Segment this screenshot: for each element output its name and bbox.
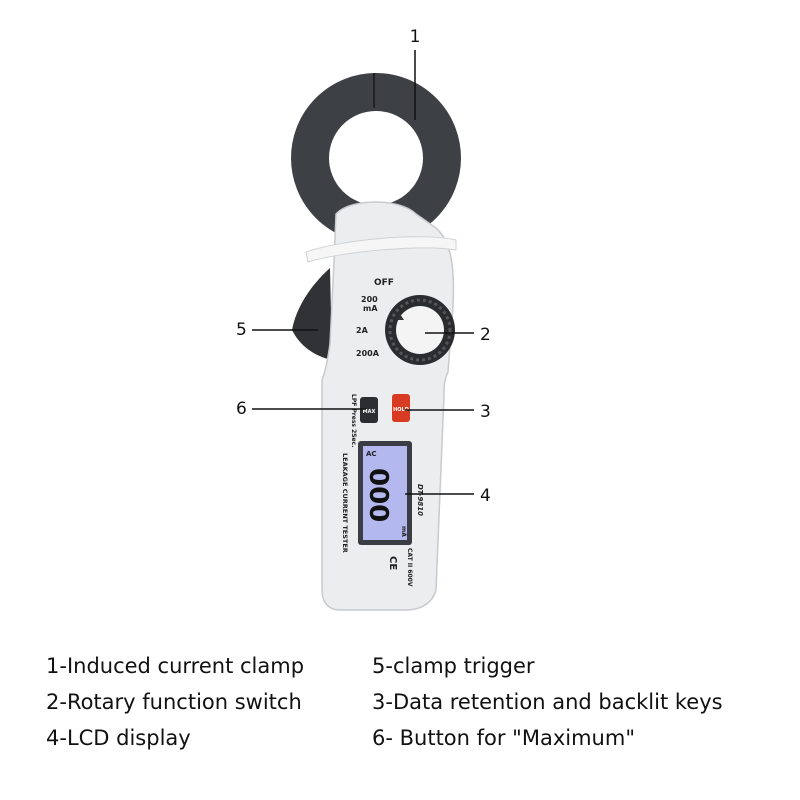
callout-6: 6 — [236, 399, 366, 419]
callout-number-4: 4 — [480, 486, 491, 506]
dial-label-200a: 200A — [356, 349, 380, 358]
clamp-trigger — [292, 268, 332, 360]
dial-label-ma: mA — [363, 304, 378, 313]
lpf-label: LPF Press 2Sec. — [350, 394, 357, 447]
ce-mark: CE — [387, 556, 398, 570]
callout-number-2: 2 — [480, 325, 491, 345]
hold-backlight-button[interactable]: HOLD — [392, 394, 410, 422]
lcd-ac-indicator: AC — [366, 450, 377, 458]
dial-labels: OFF 200 mA 2A 200A — [356, 278, 394, 358]
legend: 1-Induced current clamp 2-Rotary functio… — [0, 648, 800, 788]
callout-number-5: 5 — [236, 320, 247, 340]
hold-button-label: HOLD — [393, 407, 409, 413]
callout-number-3: 3 — [480, 402, 491, 422]
legend-item-3: 3-Data retention and backlit keys — [372, 690, 723, 714]
dial-label-200: 200 — [361, 295, 378, 304]
device-model: DT-9810 — [416, 484, 424, 516]
max-button-label: MAX — [363, 409, 376, 415]
callout-1: 1 — [410, 27, 421, 120]
callout-3: 3 — [405, 402, 491, 422]
rotary-function-switch[interactable] — [385, 295, 455, 365]
lcd-unit: mA — [400, 526, 407, 537]
wrist-strap — [305, 236, 457, 263]
dial-label-off: OFF — [374, 278, 394, 288]
legend-item-4: 4-LCD display — [46, 726, 191, 750]
lcd-digits: 000 — [363, 468, 393, 522]
dial-label-2a: 2A — [356, 326, 369, 335]
cat-rating: CAT II 600V — [406, 548, 413, 587]
legend-item-1: 1-Induced current clamp — [46, 654, 305, 678]
legend-item-2: 2-Rotary function switch — [46, 690, 302, 714]
callout-2: 2 — [425, 325, 491, 345]
lcd-display: AC 000 mA — [358, 441, 412, 545]
callout-number-6: 6 — [236, 399, 247, 419]
callout-5: 5 — [236, 320, 318, 340]
max-button[interactable]: MAX — [360, 397, 378, 423]
callout-4: 4 — [405, 486, 491, 506]
callout-number-1: 1 — [410, 27, 421, 47]
legend-item-5: 5-clamp trigger — [372, 654, 535, 678]
clamp-meter-diagram: OFF 200 mA 2A 200A MAX LPF Press 2Sec. H… — [236, 27, 491, 611]
legend-item-6: 6- Button for "Maximum" — [372, 726, 635, 750]
device-title: LEAKAGE CURRENT TESTER — [341, 453, 349, 553]
